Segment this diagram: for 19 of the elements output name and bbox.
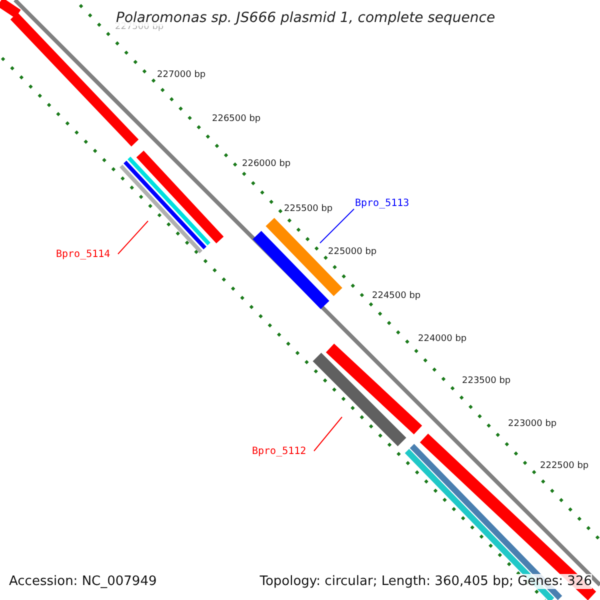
gene-bar — [312, 352, 406, 446]
gene-label: Bpro_5114 — [56, 249, 110, 260]
tick-label: 222500 bp — [540, 461, 589, 471]
leader-line — [118, 220, 148, 254]
tick-label: 223500 bp — [462, 376, 511, 386]
tick-label: 223000 bp — [508, 419, 557, 429]
tick-label: 227500 bp — [115, 22, 164, 32]
leader-line — [314, 416, 342, 452]
gene-label: Bpro_5112 — [252, 446, 306, 457]
sequence-info: Topology: circular; Length: 360,405 bp; Genes: 326 — [260, 574, 592, 589]
tick-label: 226500 bp — [212, 114, 261, 124]
accession-text: Accession: NC_007949 — [9, 574, 157, 589]
tick-label: 226000 bp — [242, 159, 291, 169]
tick-label: 224000 bp — [418, 334, 467, 344]
tick-label: 225000 bp — [328, 247, 377, 257]
tick-label: 227000 bp — [157, 70, 206, 80]
gene-label: Bpro_5113 — [355, 198, 410, 209]
tick-label: 224500 bp — [372, 291, 421, 301]
leader-line — [320, 208, 354, 244]
